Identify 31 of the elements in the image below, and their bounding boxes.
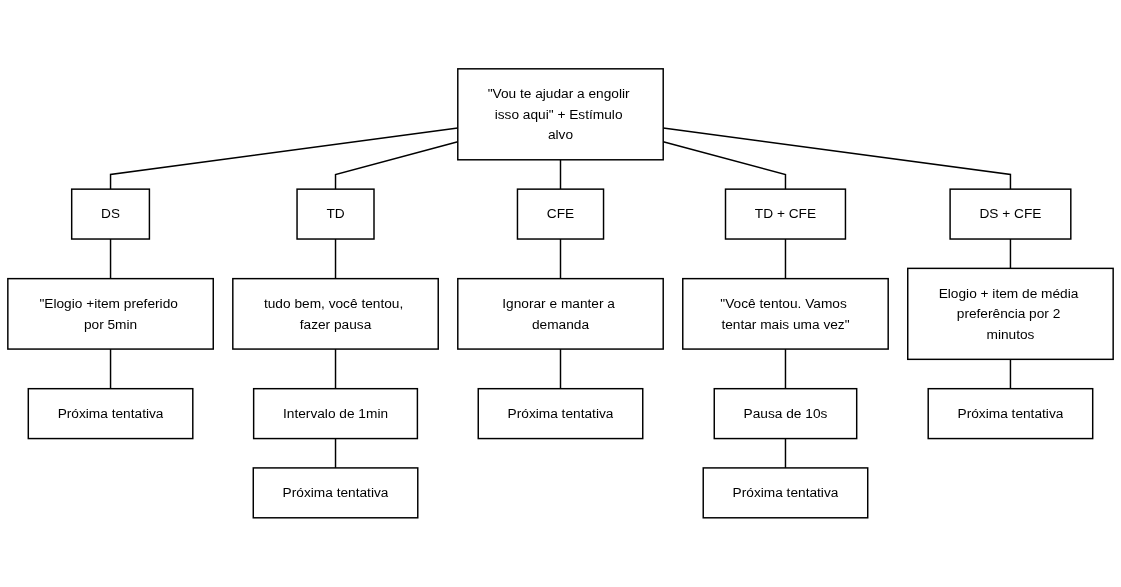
connector bbox=[109, 238, 112, 280]
connector bbox=[109, 348, 112, 390]
node-box: TD bbox=[296, 188, 375, 240]
node-box: "Você tentou. Vamos tentar mais uma vez" bbox=[682, 278, 889, 350]
connector bbox=[1009, 358, 1012, 390]
node-box: Próxima tentativa bbox=[252, 467, 419, 519]
node-box: "Elogio +item preferido por 5min bbox=[7, 278, 214, 350]
connector bbox=[559, 348, 562, 390]
node-box: DS + CFE bbox=[949, 188, 1072, 240]
connector bbox=[334, 348, 337, 390]
connector bbox=[784, 238, 787, 280]
connector bbox=[334, 438, 337, 469]
node-box: Ignorar e manter a demanda bbox=[457, 278, 664, 350]
node-box: Pausa de 10s bbox=[713, 388, 858, 440]
node-box: Próxima tentativa bbox=[702, 467, 869, 519]
connector bbox=[1009, 238, 1012, 270]
node-box: tudo bem, você tentou, fazer pausa bbox=[232, 278, 439, 350]
connector bbox=[559, 159, 562, 191]
connector bbox=[559, 238, 562, 280]
node-box: CFE bbox=[516, 188, 605, 240]
node-box: Próxima tentativa bbox=[27, 388, 194, 440]
connector bbox=[784, 348, 787, 390]
node-box: DS bbox=[70, 188, 151, 240]
node-box: Elogio + item de média preferência por 2 minutos bbox=[907, 267, 1114, 361]
connector bbox=[334, 238, 337, 280]
node-box: Próxima tentativa bbox=[477, 388, 644, 440]
connector bbox=[784, 438, 787, 469]
node-box: TD + CFE bbox=[724, 188, 847, 240]
node-box: "Vou te ajudar a engolir isso aqui" + Estímulo alvo bbox=[457, 68, 664, 161]
node-box: Próxima tentativa bbox=[927, 388, 1094, 440]
node-box: Intervalo de 1min bbox=[252, 388, 419, 440]
